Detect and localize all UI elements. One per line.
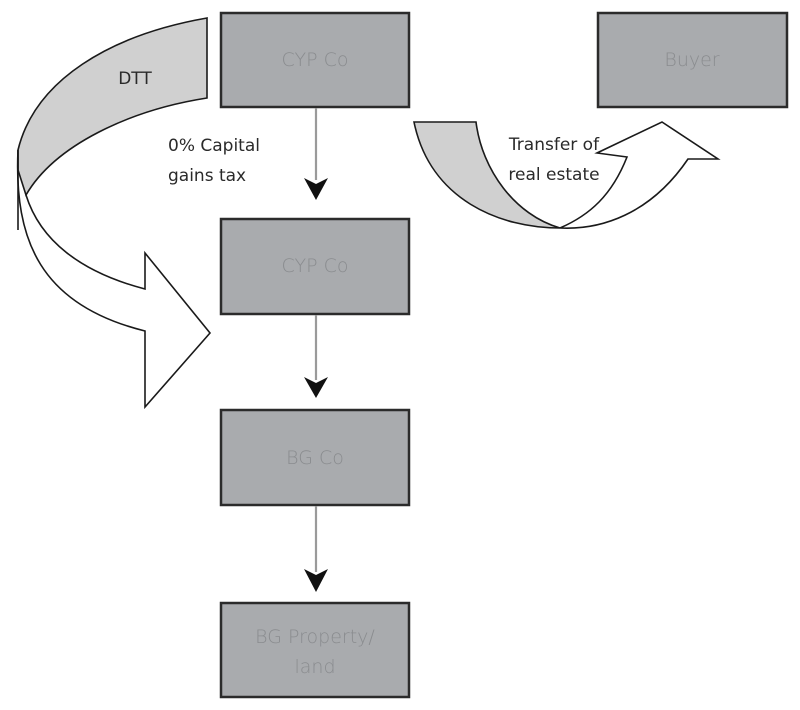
transfer-arrow-band xyxy=(413,121,561,229)
capital-gains-label-line1: 0% Capital xyxy=(168,136,260,156)
node-bg-property-land[interactable]: BG Property/ land xyxy=(219,601,411,699)
node-label: CYP Co xyxy=(282,49,349,71)
node-bg-co[interactable]: BG Co xyxy=(219,408,411,507)
transfer-curved-arrow: Transfer of real estate xyxy=(413,121,721,229)
node-cyp-co-top[interactable]: CYP Co xyxy=(219,11,411,109)
transfer-label-line2: real estate xyxy=(508,165,599,185)
node-box xyxy=(219,601,411,699)
dtt-label: DTT xyxy=(118,69,152,89)
node-box xyxy=(219,408,411,507)
node-box xyxy=(219,11,411,109)
connector-cyp-mid-to-bg-co xyxy=(304,315,328,398)
node-label: Buyer xyxy=(664,49,719,71)
node-box xyxy=(596,11,789,109)
arrowhead-icon xyxy=(304,377,328,398)
node-buyer[interactable]: Buyer xyxy=(596,11,789,109)
transfer-arrow-body xyxy=(559,121,721,229)
connector-bg-co-to-property xyxy=(304,506,328,592)
node-label: BG Co xyxy=(286,447,344,469)
arrowhead-icon xyxy=(304,178,328,200)
node-box xyxy=(219,217,411,316)
dtt-curved-arrow: DTT xyxy=(16,17,212,410)
connector-cyp-top-to-cyp-mid xyxy=(304,108,328,200)
node-label-line1: BG Property/ xyxy=(255,626,375,648)
capital-gains-label-line2: gains tax xyxy=(168,166,246,186)
transfer-label-line1: Transfer of xyxy=(508,135,600,155)
node-cyp-co-middle[interactable]: CYP Co xyxy=(219,217,411,316)
node-label: CYP Co xyxy=(282,255,349,277)
dtt-arrow-body xyxy=(16,149,212,410)
arrowhead-icon xyxy=(304,569,328,592)
node-label-line2: land xyxy=(294,656,335,678)
